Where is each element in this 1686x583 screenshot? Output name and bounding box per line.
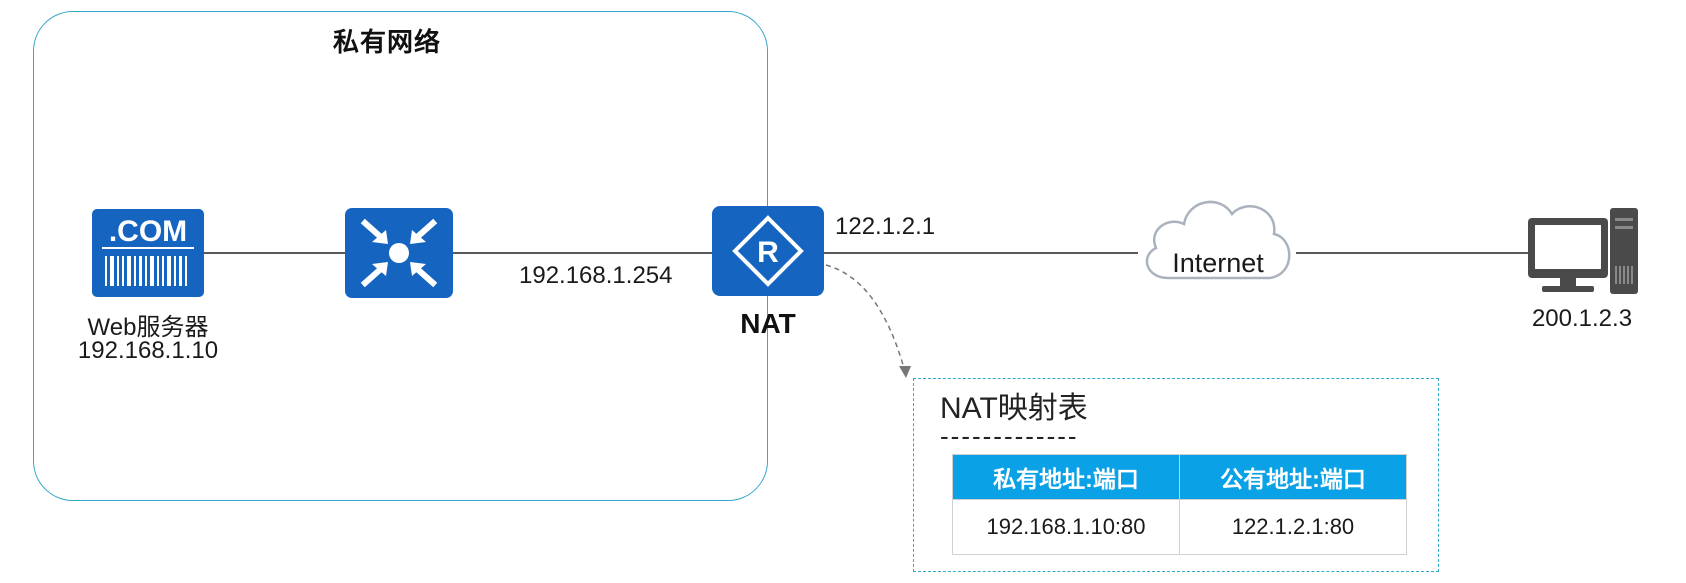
private-network-title: 私有网络 (333, 27, 442, 57)
web-server-name: Web服务器 (87, 314, 209, 341)
nat-table-header-row: 私有地址:端口 公有地址:端口 (952, 454, 1407, 500)
nat-mapping-panel: NAT映射表 ------------- 私有地址:端口 公有地址:端口 192… (913, 378, 1439, 572)
cell-private-address: 192.168.1.10:80 (952, 499, 1180, 555)
web-server-icon[interactable]: .COM (92, 209, 204, 297)
header-private-address: 私有地址:端口 (952, 454, 1180, 500)
nat-table-pointer (825, 264, 906, 373)
nat-table-title: NAT映射表 (940, 392, 1088, 425)
cloud-icon (1145, 200, 1291, 280)
nat-table-pointer-arrowhead (899, 366, 911, 378)
table-row: 192.168.1.10:80 122.1.2.1:80 (952, 499, 1407, 555)
desktop-pc-icon[interactable] (1526, 206, 1642, 298)
internet-label: Internet (1172, 248, 1264, 278)
nat-mapping-table: 私有地址:端口 公有地址:端口 192.168.1.10:80 122.1.2.… (952, 454, 1407, 555)
router-outside-ip: 122.1.2.1 (835, 213, 936, 240)
cell-public-address: 122.1.2.1:80 (1179, 499, 1407, 555)
svg-text:R: R (757, 236, 779, 269)
layer3-switch-icon[interactable] (345, 208, 453, 298)
header-public-address: 公有地址:端口 (1179, 454, 1407, 500)
web-server-ip: 192.168.1.10 (77, 337, 219, 364)
nat-router-name: NAT (740, 308, 796, 339)
router-inside-ip: 192.168.1.254 (519, 262, 673, 289)
router-icon[interactable]: R (712, 206, 824, 296)
client-ip: 200.1.2.3 (1531, 305, 1633, 332)
svg-text:.COM: .COM (109, 215, 187, 248)
nat-table-divider: ------------- (940, 421, 1079, 451)
